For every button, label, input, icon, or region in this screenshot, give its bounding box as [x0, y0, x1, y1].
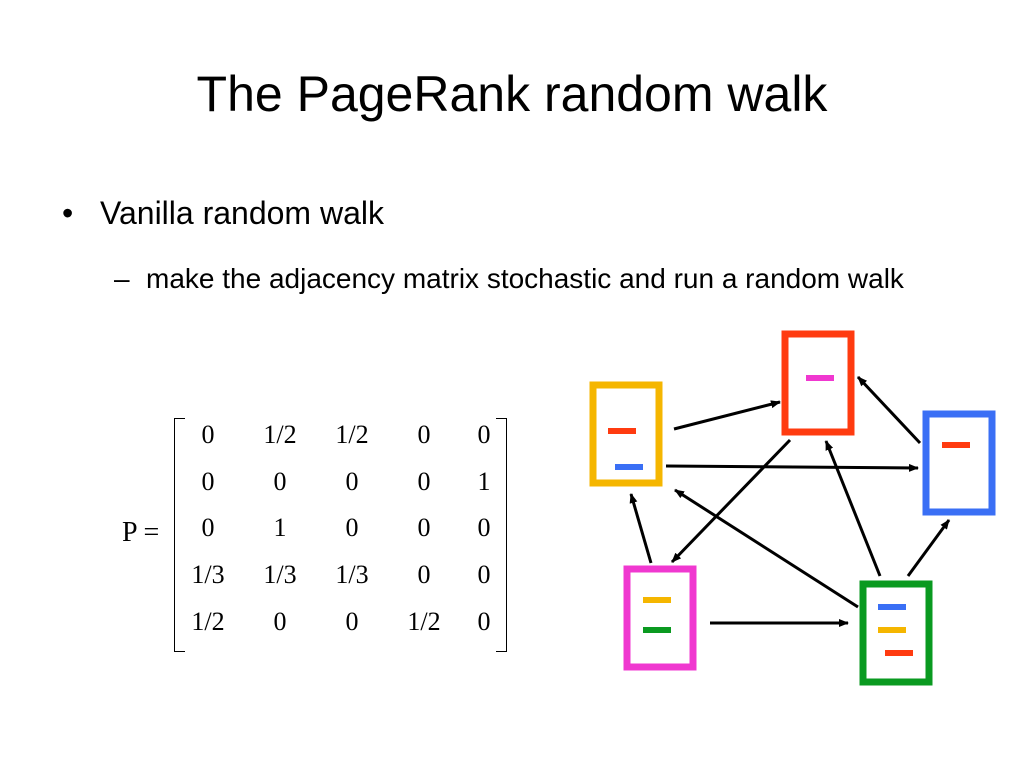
- matrix-cell: 0: [345, 607, 359, 636]
- matrix-cell: 0: [201, 420, 215, 449]
- edge-green-to-blue: [906, 519, 951, 577]
- node-frame: [922, 410, 996, 516]
- node-frame: [623, 565, 697, 671]
- matrix-cell: 1/2: [263, 420, 297, 449]
- node-mark: [878, 604, 906, 610]
- matrix-cell: 0: [345, 513, 359, 542]
- node-mark: [643, 627, 671, 633]
- matrix-cell: 1/3: [335, 560, 369, 589]
- matrix-cell: 0: [477, 513, 491, 542]
- matrix-cell: 1/2: [407, 607, 441, 636]
- node-mark: [643, 597, 671, 603]
- node-mark: [878, 627, 906, 633]
- page-node-red: [781, 330, 855, 436]
- matrix-label: P =: [122, 517, 160, 548]
- page-node-orange: [589, 381, 663, 487]
- node-mark: [942, 442, 970, 448]
- edge-magenta-to-orange: [629, 493, 653, 564]
- page-node-blue: [922, 410, 996, 516]
- sub-bullet-marker: –: [114, 263, 130, 294]
- matrix-cell: 0: [201, 467, 215, 496]
- matrix-cell: 0: [477, 607, 491, 636]
- edge-orange-to-blue: [665, 463, 919, 472]
- matrix-cell: 0: [273, 467, 287, 496]
- matrix-cell: 1/3: [191, 560, 225, 589]
- matrix-cell: 0: [273, 607, 287, 636]
- sub-bullet-text: make the adjacency matrix stochastic and…: [146, 263, 904, 294]
- matrix-cell: 0: [345, 467, 359, 496]
- matrix-cell: 0: [477, 420, 491, 449]
- transition-matrix: P = 0 1/2 1/2 0 0 0 0 0 0 1 0 1 0 0 0 1/3 1/3 1/3 0 0 1/2 0 0 1…: [116, 410, 516, 660]
- node-mark: [615, 464, 643, 470]
- edge-red-to-magenta: [670, 438, 792, 564]
- matrix-cell: 0: [201, 513, 215, 542]
- matrix-left-bracket: [174, 418, 185, 652]
- matrix-cell: 0: [477, 560, 491, 589]
- matrix-cell: 1/2: [191, 607, 225, 636]
- node-mark: [806, 375, 834, 381]
- edge-green-to-red: [824, 440, 882, 577]
- matrix-cell: 0: [417, 420, 431, 449]
- bullet-text: Vanilla random walk: [100, 195, 384, 231]
- slide-title: The PageRank random walk: [196, 66, 828, 122]
- matrix-cell: 1/2: [335, 420, 369, 449]
- matrix-cell: 1/3: [263, 560, 297, 589]
- matrix-cell: 0: [417, 467, 431, 496]
- node-mark: [885, 650, 913, 656]
- bullet-marker: •: [62, 195, 74, 231]
- matrix-right-bracket: [496, 418, 507, 652]
- page-node-magenta: [623, 565, 697, 671]
- matrix-cell: 0: [417, 513, 431, 542]
- matrix-cell: 1: [477, 467, 491, 496]
- graph-edges: [629, 375, 951, 627]
- page-node-green: [859, 580, 933, 686]
- node-mark: [608, 428, 636, 434]
- matrix-cell: 0: [417, 560, 431, 589]
- edge-blue-to-red: [856, 375, 922, 445]
- graph-nodes: [589, 330, 996, 686]
- edge-orange-to-red: [673, 400, 781, 431]
- edge-green-to-orange: [674, 488, 859, 609]
- matrix-cell: 1: [273, 513, 287, 542]
- node-frame: [781, 330, 855, 436]
